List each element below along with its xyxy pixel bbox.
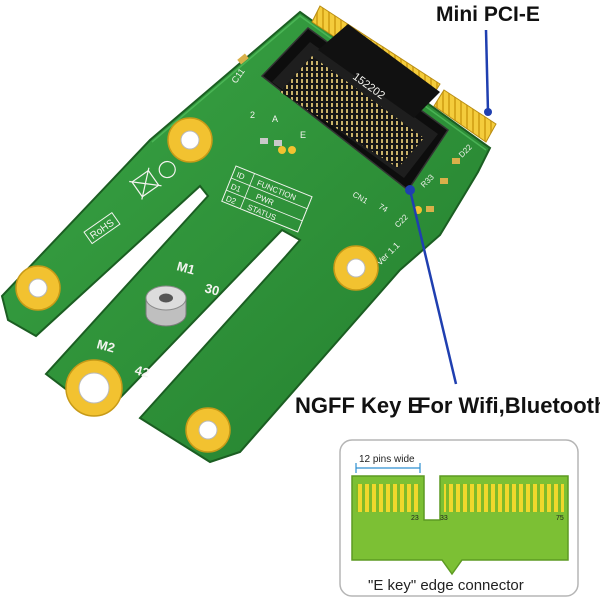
- e-key-diagram: 12 pins wide 23 33 75 "E key" edge conne…: [339, 439, 579, 597]
- silk-id: ID: [235, 170, 246, 181]
- mounting-hole: [15, 265, 61, 311]
- callout-lines: [405, 29, 492, 385]
- ngff-key-e-label: NGFF Key E: [295, 393, 423, 418]
- leaf-icon: [158, 160, 176, 179]
- standoff-screw: [145, 285, 187, 327]
- ngff-connector: 152202: [260, 24, 450, 192]
- label-42: 42: [133, 362, 151, 380]
- smd-components: [237, 53, 460, 214]
- rohs-marks: [129, 160, 176, 200]
- pin-75-label: 75: [556, 515, 564, 522]
- mounting-hole-large: [65, 359, 123, 417]
- mounting-holes: [15, 117, 379, 453]
- silk-a: A: [272, 114, 278, 124]
- silk-d2: D2: [225, 194, 238, 206]
- ekey-caption: "E key" edge connector: [368, 577, 524, 594]
- ekey-pins-right: [444, 484, 564, 512]
- pins-wide-label: 12 pins wide: [359, 454, 415, 465]
- label-m2: M2: [95, 336, 116, 355]
- mounting-hole: [167, 117, 213, 163]
- pin-33-label: 33: [440, 515, 448, 522]
- silk-e: E: [300, 130, 306, 140]
- mounting-hole: [333, 245, 379, 291]
- callout-line-ngff: [408, 189, 458, 385]
- weee-bin-icon: [131, 169, 160, 198]
- label-30: 30: [203, 280, 221, 298]
- ekey-pins-left: [356, 484, 420, 512]
- mini-pcie-label: Mini PCI-E: [436, 3, 540, 26]
- wifi-bluetooth-label: For Wifi,Bluetooth: [417, 393, 600, 418]
- silk-d1: D1: [229, 182, 242, 194]
- label-m1: M1: [175, 258, 196, 277]
- mounting-hole: [185, 407, 231, 453]
- silk-2: 2: [250, 110, 255, 120]
- pin-23-label: 23: [411, 515, 419, 522]
- silkscreen: C11 2 A E CN1 74 R33 C22 Ver 1.1 D22 ID …: [83, 66, 474, 381]
- pcb-board: 152202 C11 2 A E CN1 74 R33 C22 Ver 1.1 …: [0, 5, 497, 464]
- callout-line-mini-pcie: [484, 29, 490, 113]
